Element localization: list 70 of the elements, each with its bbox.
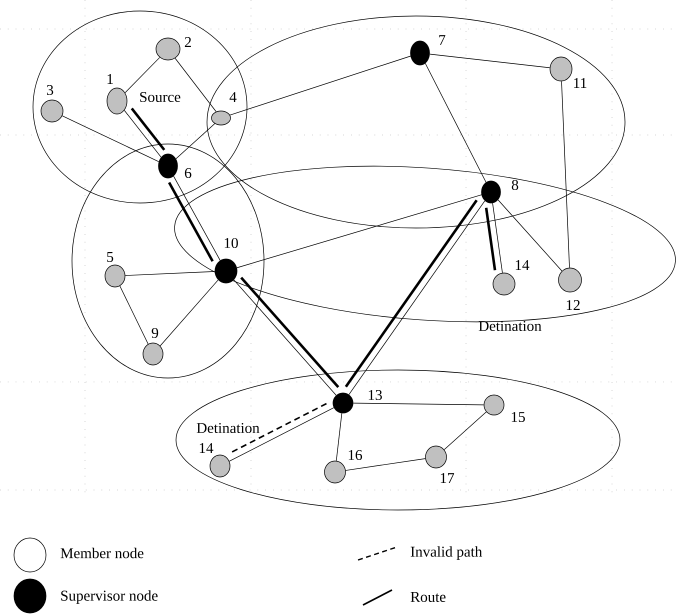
route-line <box>168 182 214 262</box>
network-node <box>104 264 126 288</box>
node-number: 17 <box>440 473 454 483</box>
node-number: 14 <box>516 260 530 270</box>
link-line <box>176 123 216 160</box>
link-line <box>125 271 216 276</box>
route-line <box>484 208 496 270</box>
network-node <box>156 38 180 60</box>
link-line <box>160 280 218 346</box>
node-number: 15 <box>512 412 525 422</box>
node-number: 13 <box>368 390 382 400</box>
link-line <box>236 194 482 268</box>
link-line <box>234 280 336 396</box>
network-node <box>484 394 504 416</box>
network-node <box>158 154 178 178</box>
role-label: Detination <box>196 422 260 434</box>
node-number: 1 <box>108 74 113 84</box>
node-number: 6 <box>184 168 192 178</box>
network-node <box>214 258 238 284</box>
node-number: 2 <box>184 37 191 47</box>
network-node <box>332 392 354 414</box>
network-node <box>106 88 128 114</box>
link-line <box>230 56 411 116</box>
invalid-path-line <box>230 402 327 454</box>
link-line <box>345 458 426 471</box>
network-node <box>211 110 231 126</box>
network-node <box>481 180 501 204</box>
node-number: 12 <box>566 300 580 310</box>
legend-label: Member node <box>60 548 144 558</box>
node-number: 5 <box>107 252 114 262</box>
network-node <box>492 272 516 296</box>
link-line <box>336 412 342 462</box>
link-line <box>120 286 148 344</box>
route-line <box>130 108 166 151</box>
network-node <box>558 268 582 292</box>
link-line <box>124 110 162 158</box>
network-node <box>324 460 346 484</box>
link-line <box>353 402 484 406</box>
node-number: 10 <box>224 238 238 248</box>
network-node <box>550 56 572 82</box>
link-line <box>492 202 503 274</box>
link-line <box>424 63 486 183</box>
link-line <box>444 412 487 450</box>
legend-label: Supervisor node <box>61 590 158 604</box>
route-line <box>240 276 340 388</box>
link-line <box>62 116 160 162</box>
link-line <box>229 407 334 462</box>
legend-label: Invalid path <box>410 546 482 560</box>
node-number: 8 <box>512 180 518 190</box>
node-number: 11 <box>574 78 586 88</box>
link-line <box>173 176 220 261</box>
link-line <box>561 81 570 268</box>
network-node <box>40 100 64 122</box>
network-node <box>425 446 447 468</box>
node-number: 3 <box>46 84 54 96</box>
network-node <box>410 40 430 66</box>
node-number: 9 <box>152 328 158 338</box>
node-number: 14 <box>200 443 214 453</box>
node-number: 16 <box>348 450 362 460</box>
link-line <box>498 200 562 272</box>
network-node <box>142 342 164 366</box>
role-label: Source <box>140 92 180 102</box>
link-line <box>124 57 160 94</box>
node-number: 7 <box>439 35 446 45</box>
role-label: Detination <box>478 320 542 332</box>
network-node <box>210 454 230 478</box>
link-line <box>174 58 216 112</box>
legend-label: Route <box>410 592 446 602</box>
link-line <box>429 54 550 68</box>
node-number: 4 <box>230 92 237 102</box>
